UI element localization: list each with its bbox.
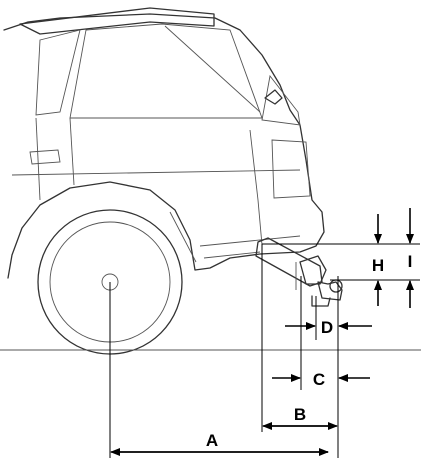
dimension-a: A <box>110 431 329 456</box>
label-b: B <box>294 405 306 424</box>
vehicle-outline <box>3 7 325 279</box>
label-h: H <box>372 256 384 275</box>
extension-lines <box>109 243 420 458</box>
label-c: C <box>313 370 325 389</box>
dimension-c: C <box>272 370 370 389</box>
dimension-d: D <box>285 318 372 337</box>
label-d: D <box>321 318 333 337</box>
label-i: I <box>408 252 413 271</box>
tow-bar-assembly <box>255 237 343 307</box>
dimension-b: B <box>262 405 338 430</box>
dimension-h: H <box>372 214 384 306</box>
dimension-i: I <box>406 208 414 308</box>
label-a: A <box>206 431 218 450</box>
